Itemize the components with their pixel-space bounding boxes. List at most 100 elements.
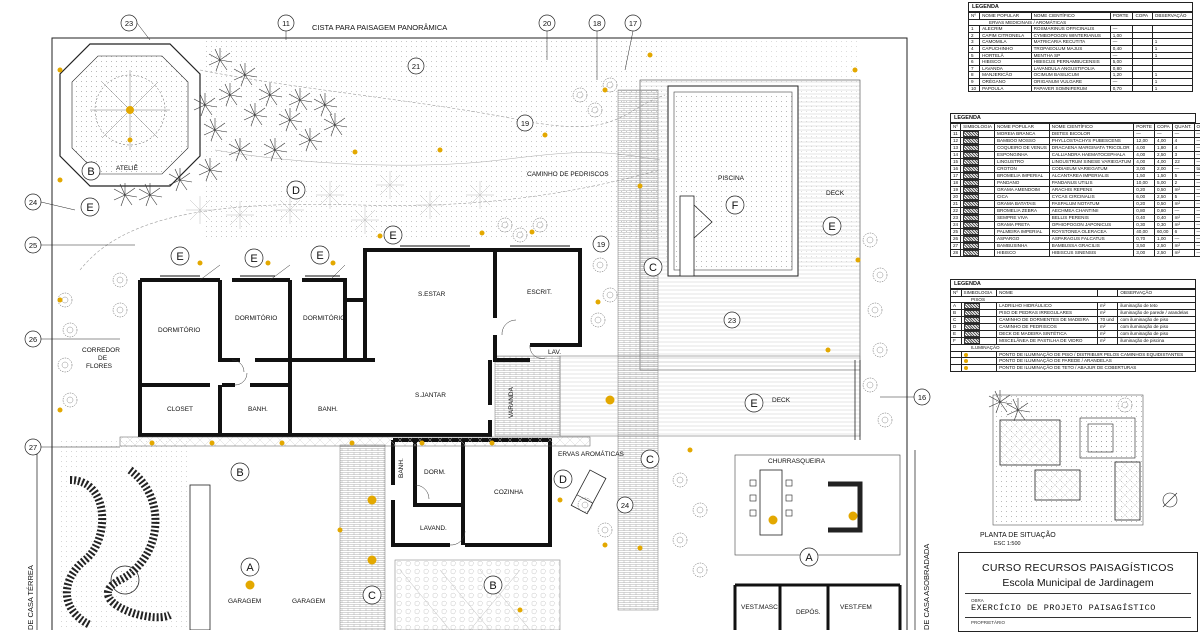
- situation-title: PLANTA DE SITUAÇÃO: [980, 532, 1080, 540]
- room-label-banh-3: BANH.: [398, 458, 405, 478]
- legend-cell: —: [1194, 214, 1200, 221]
- legend-cell: —: [1172, 165, 1194, 172]
- legend-cell: —: [1194, 186, 1200, 193]
- legend-cell: ALECRIM: [980, 26, 1032, 33]
- top-boundary-label: CISTA PARA PAISAGEM PANORÂMICA: [312, 23, 447, 32]
- legend-cell: [1152, 65, 1192, 72]
- legend-cell: ASPARAGUS FALCATUS: [1049, 235, 1133, 242]
- legend-cell: m²: [1172, 221, 1194, 228]
- zone-b-3: B: [489, 580, 496, 592]
- plant-symbol-icon: [963, 173, 979, 179]
- legend-symbol: [961, 207, 995, 214]
- legend-cell: PISO DE PEDRAS IRREGULARES: [997, 310, 1098, 317]
- legend-header-cell: NOME CIENTÍFICO: [1031, 13, 1110, 20]
- callout-23-b: 23: [728, 316, 736, 325]
- room-label-garagem-1: GARAGEM: [228, 598, 261, 605]
- legend-cell: LAVANDA: [980, 65, 1032, 72]
- zone-e-4: E: [316, 250, 323, 262]
- legend-cell: —: [1194, 249, 1200, 256]
- legend-cell: 0,50: [1154, 200, 1172, 207]
- zone-e-7: E: [750, 398, 757, 410]
- legend-cell: MOREIA BRANCA: [994, 130, 1049, 137]
- legend-cell: PONTO DE ILUMINAÇÃO DE PISO / DISTRIBUIR…: [997, 351, 1196, 358]
- legend-cell: —: [1194, 179, 1200, 186]
- zone-e-6: E: [828, 221, 835, 233]
- light-point-icon: [964, 359, 968, 363]
- legend-cell: 2,50: [1154, 193, 1172, 200]
- situation-caption: PLANTA DE SITUAÇÃO ESC 1:500: [980, 532, 1080, 548]
- legend-cell: GRAMA BATATAIS: [994, 200, 1049, 207]
- situation-plan: [985, 388, 1185, 530]
- legend-cell: 1,80: [1154, 144, 1172, 151]
- legend-symbol: [961, 228, 995, 235]
- legend-cell: MISCELÂNEA DE PASTILHA DE VIDRO: [997, 338, 1098, 345]
- legend-cell: 10,00: [1134, 179, 1155, 186]
- legend-cell: 1,50: [1154, 172, 1172, 179]
- legend-symbol: [961, 130, 995, 137]
- legend-header-cell: NOME CIENTÍFICO: [1049, 124, 1133, 131]
- title-course: CURSO RECURSOS PAISAGÍSTICOS: [959, 562, 1197, 574]
- legend-cell: [1133, 59, 1152, 66]
- legend-cell: ESPONGINHA: [994, 151, 1049, 158]
- legend-symbol: [961, 179, 995, 186]
- legend-cell: CAMINHO DE DORMENTES DE MADEIRA: [997, 317, 1098, 324]
- zone-d-2: D: [559, 474, 567, 486]
- legend-cell: 1: [1152, 85, 1192, 92]
- legend-cell: A: [951, 303, 962, 310]
- situation-scale: ESC 1:500: [980, 540, 1080, 548]
- legend-cell: m²: [1098, 338, 1118, 345]
- plant-symbol-icon: [963, 145, 979, 151]
- legend-cell: CYMBOPOGON WINTERIANUS: [1031, 32, 1110, 39]
- legend-cell: 7: [969, 65, 980, 72]
- legend-cell: MANJERICÃO: [980, 72, 1032, 79]
- legend-cell: 12: [951, 137, 961, 144]
- legend-cell: PHYLLOSTACHYS PUBESCENS: [1049, 137, 1133, 144]
- title-block: CURSO RECURSOS PAISAGÍSTICOS Escola Muni…: [958, 552, 1198, 632]
- callout-16: 16: [918, 393, 926, 402]
- legend-header-cell: COPA: [1133, 13, 1152, 20]
- legend-cell: 60,00: [1154, 228, 1172, 235]
- legend-cell: tonfiberva/trutura: [1194, 165, 1200, 172]
- callout-21: 21: [412, 62, 420, 71]
- plant-symbol-icon: [963, 180, 979, 186]
- legend-cell: 4,00: [1134, 151, 1155, 158]
- legend-cell: 1: [1152, 39, 1192, 46]
- legend-cell: F: [951, 338, 962, 345]
- legend-header-cell: QUANT.: [1172, 124, 1194, 131]
- legend-cell: DECK DE MADEIRA SINTÉTICA: [997, 331, 1098, 338]
- legend-cell: com iluminação de piso: [1118, 331, 1196, 338]
- legend-cell: 5,00: [1110, 59, 1133, 66]
- room-label-cozinha: COZINHA: [494, 489, 524, 496]
- legend-cell: BAMBOO MOSSO: [994, 137, 1049, 144]
- legend-cell: COQUEIRO DE VENUS: [994, 144, 1049, 151]
- room-label-banh-1: BANH.: [248, 406, 268, 413]
- legend-cell: 1,00: [1110, 32, 1133, 39]
- legend-cell: 0,80: [1110, 65, 1133, 72]
- legend-cell: 3: [1172, 151, 1194, 158]
- legend-cell: 6: [1172, 228, 1194, 235]
- legend-cell: —: [1194, 144, 1200, 151]
- legend-cell: m²: [1172, 200, 1194, 207]
- legend-cell: 3,00: [1134, 165, 1155, 172]
- legend-cell: 4: [969, 45, 980, 52]
- legend-cell: HIBISCO: [980, 59, 1032, 66]
- legend-cell: 2: [1172, 179, 1194, 186]
- room-label-lavand: LAVAND.: [420, 525, 447, 532]
- callout-17: 17: [629, 19, 637, 28]
- legend-cell: —: [1172, 130, 1194, 137]
- legend-header-cell: Nº: [951, 124, 961, 131]
- legend-symbol: [961, 137, 995, 144]
- legend-cell: 0,70: [1110, 85, 1133, 92]
- legend-cell: LINGUSTRUM SINESE VARIEGATUM: [1049, 158, 1133, 165]
